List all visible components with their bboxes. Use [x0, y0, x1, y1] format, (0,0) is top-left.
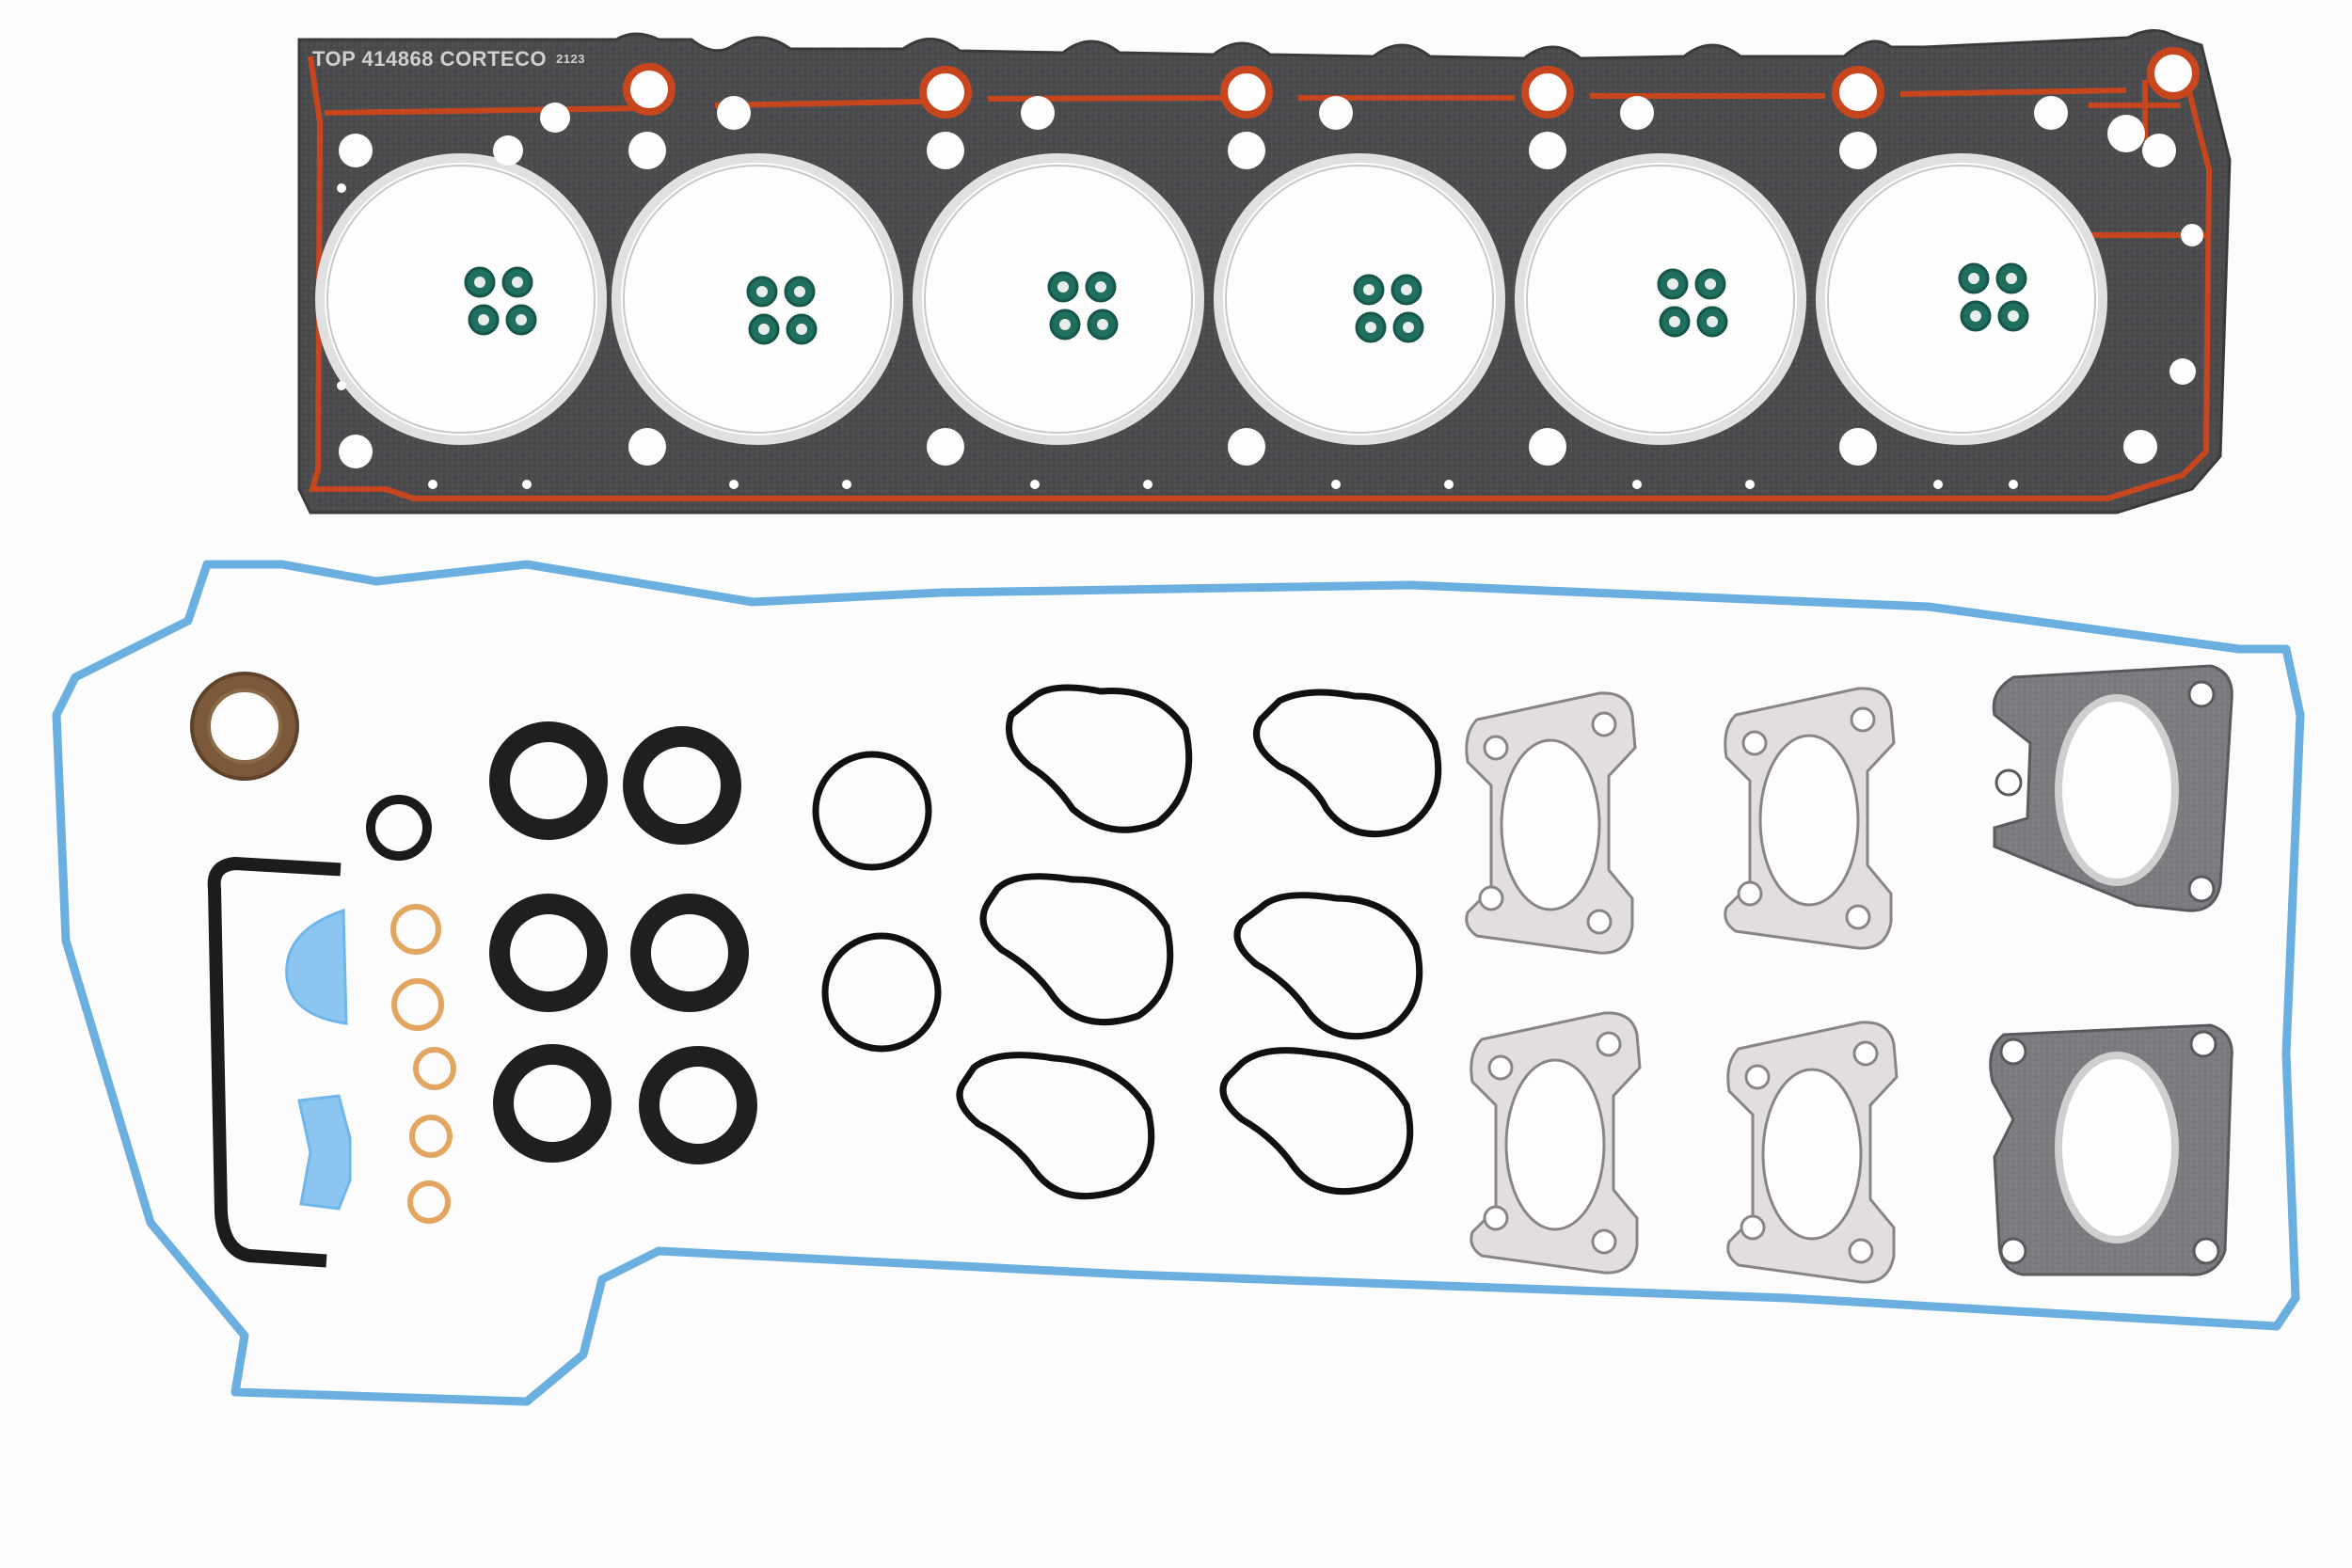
graphite-manifold-gaskets [1989, 664, 2233, 1276]
shaft-seal [190, 672, 299, 781]
figure-o-rings [956, 684, 1442, 1200]
metal-exhaust-gaskets [1465, 687, 1899, 1284]
large-oil-seals [489, 721, 757, 1164]
blue-half-moon-plugs [285, 908, 352, 1211]
small-o-ring [366, 795, 432, 861]
stamp-text: TOP 414868 CORTECO [312, 47, 548, 71]
head-gasket-stamp: TOP 414868 CORTECO 2123 [312, 47, 585, 71]
valve-cover-gasket [52, 560, 2305, 1406]
rubber-strip-seal [207, 856, 342, 1268]
round-o-rings [812, 751, 942, 1053]
stamp-code: 2123 [556, 52, 585, 66]
valve-stem-seals [464, 262, 2029, 345]
copper-washers [390, 904, 456, 1224]
head-gasket [297, 29, 2232, 515]
